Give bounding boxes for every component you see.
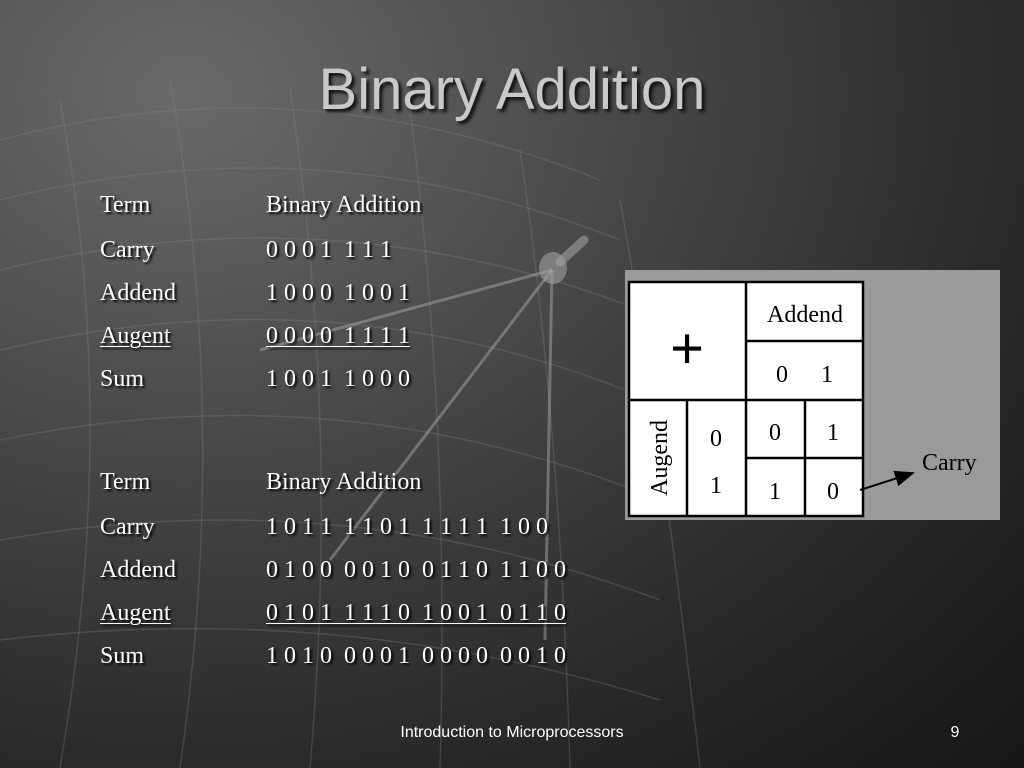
table1-sum-value: 1 0 0 1 1 0 0 0: [266, 366, 410, 392]
sum-cell-1-1: 0: [827, 479, 839, 505]
carry-label: Carry: [922, 450, 977, 476]
carry-arrow: [859, 470, 915, 491]
table1-addend-value: 1 0 0 0 1 0 0 1: [266, 280, 410, 306]
table1-carry-label: Carry: [100, 237, 155, 263]
augend-value-0: 0: [710, 426, 722, 452]
table2-carry-label: Carry: [100, 514, 155, 540]
table2-value-header: Binary Addition: [266, 469, 422, 495]
augend-value-1: 1: [710, 473, 722, 499]
table2-addend-label: Addend: [100, 557, 176, 583]
table2-sum-value: 1 0 1 0 0 0 0 1 0 0 0 0 0 0 1 0: [266, 643, 566, 669]
addend-value-1: 1: [821, 362, 833, 388]
addition-table-diagram: + Addend 0 1 Augend 0 1 0 1 1 0 Carry: [627, 280, 977, 518]
table2-sum-label: Sum: [100, 643, 145, 669]
table1-augent-value: 0 0 0 0 1 1 1 1: [266, 323, 410, 349]
table2-addend-value: 0 1 0 0 0 0 1 0 0 1 1 0 1 1 0 0: [266, 557, 566, 583]
slide-footer: Introduction to Microprocessors: [400, 724, 624, 741]
table2-carry-value: 1 0 1 1 1 1 0 1 1 1 1 1 1 0 0: [266, 514, 548, 540]
addend-header: Addend: [767, 302, 843, 328]
plus-symbol: +: [670, 316, 704, 381]
augend-header: Augend: [647, 420, 673, 496]
table2-term-header: Term: [100, 469, 151, 495]
addend-value-0: 0: [776, 362, 788, 388]
table1-term-header: Term: [100, 192, 151, 218]
table1-augent-label: Augent: [100, 323, 171, 349]
sum-cell-0-1: 1: [827, 420, 839, 446]
table1-addend-label: Addend: [100, 280, 176, 306]
table1-carry-value: 0 0 0 1 1 1 1: [266, 237, 392, 263]
table2-augent-label: Augent: [100, 600, 171, 626]
table1-sum-label: Sum: [100, 366, 145, 392]
table2-augent-value: 0 1 0 1 1 1 1 0 1 0 0 1 0 1 1 0: [266, 600, 566, 626]
sum-cell-0-0: 0: [769, 420, 781, 446]
table1-value-header: Binary Addition: [266, 192, 422, 218]
slide-title: Binary Addition: [318, 57, 706, 122]
page-number: 9: [950, 724, 960, 741]
sum-cell-1-0: 1: [769, 479, 781, 505]
